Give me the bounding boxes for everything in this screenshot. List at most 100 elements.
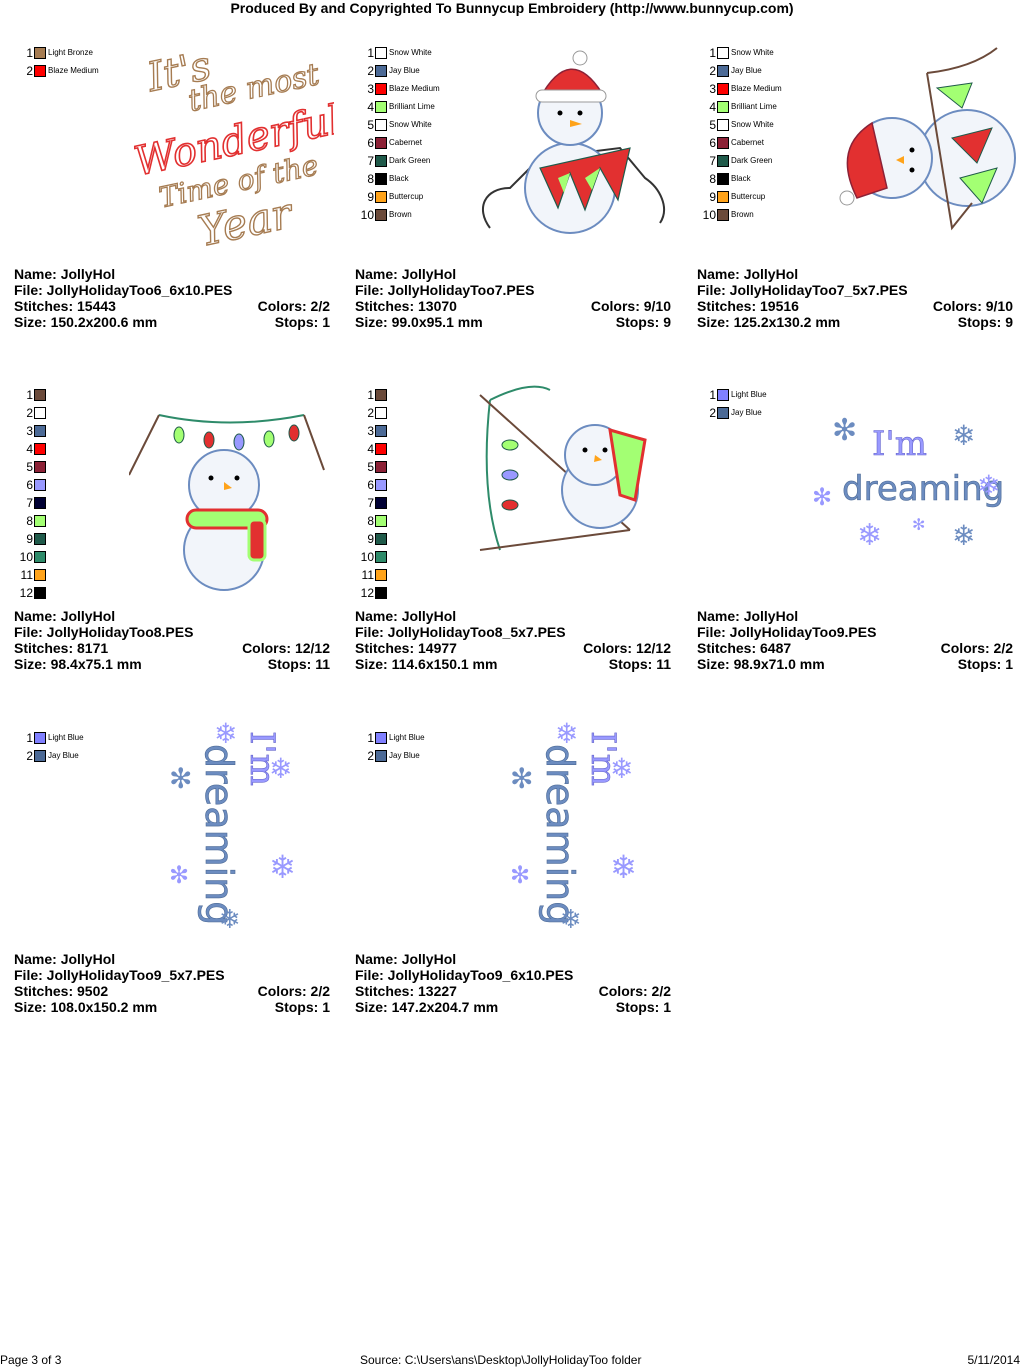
legend-number: 1 (367, 731, 374, 745)
legend-number: 2 (367, 406, 374, 420)
snowflake-icon: ✻ (812, 484, 832, 511)
color-swatch (34, 569, 46, 581)
color-swatch (717, 83, 729, 95)
field-label: Name: (355, 951, 398, 967)
stop-count: Stops: 11 (268, 656, 330, 672)
art-line: dreaming (538, 744, 582, 925)
field-value: 11 (315, 656, 330, 672)
field-label: File: (14, 967, 43, 983)
field-label: File: (355, 967, 384, 983)
legend-number: 1 (26, 388, 33, 402)
legend-number: 5 (26, 460, 33, 474)
field-label: Stitches: (14, 983, 74, 999)
info-row: Name: JollyHol (14, 608, 330, 624)
design-file: File: JollyHolidayToo7.PES (355, 282, 534, 298)
info-row: File: JollyHolidayToo7_5x7.PES (697, 282, 1013, 298)
snowflake-icon: ❄ (555, 718, 578, 749)
thread-name: Light Bronze (48, 48, 93, 57)
color-swatch (34, 551, 46, 563)
field-label: File: (697, 624, 726, 640)
color-swatch (34, 461, 46, 473)
color-count: Colors: 2/2 (258, 298, 330, 314)
design-preview (129, 414, 325, 591)
field-label: Stops: (274, 999, 319, 1015)
field-label: File: (355, 624, 384, 640)
color-swatch (34, 750, 46, 762)
field-label: Name: (14, 951, 57, 967)
field-label: Name: (355, 608, 398, 624)
field-label: Colors: (257, 298, 307, 314)
legend-number: 10 (360, 208, 374, 222)
design-name: Name: JollyHol (355, 608, 456, 624)
color-swatch (375, 65, 387, 77)
color-count: Colors: 12/12 (583, 640, 671, 656)
stitch-count: Stitches: 13070 (355, 298, 457, 314)
color-swatch (717, 47, 729, 59)
color-swatch (375, 497, 387, 509)
field-label: Colors: (940, 640, 990, 656)
field-label: Colors: (932, 298, 982, 314)
page-header: Produced By and Copyrighted To Bunnycup … (230, 0, 794, 16)
stitch-count: Stitches: 6487 (697, 640, 791, 656)
snowflake-icon: ❄ (269, 849, 296, 885)
color-swatch (717, 389, 729, 401)
field-value: JollyHol (401, 266, 457, 282)
snowflake-icon: ✻ (169, 763, 192, 794)
snowflake-icon: ❄ (610, 849, 637, 885)
art-line: dreaming (197, 744, 241, 925)
field-value: JollyHol (401, 951, 457, 967)
thread-name: Light Blue (389, 733, 425, 742)
field-value: JollyHol (743, 608, 799, 624)
field-label: File: (14, 624, 43, 640)
color-swatch (717, 407, 729, 419)
field-value: 11 (656, 656, 671, 672)
thread-name: Jay Blue (731, 66, 762, 75)
page-number: Page 3 of 3 (0, 1353, 62, 1367)
field-label: Stops: (957, 656, 1002, 672)
field-value: 98.9x71.0 mm (733, 656, 825, 672)
color-count: Colors: 2/2 (599, 983, 671, 999)
color-swatch (34, 515, 46, 527)
info-row: Name: JollyHol (14, 951, 330, 967)
field-value: 9/10 (643, 298, 671, 314)
field-label: Stitches: (355, 298, 415, 314)
info-row: File: JollyHolidayToo6_6x10.PES (14, 282, 330, 298)
field-label: Size: (14, 656, 47, 672)
field-value: 114.6x150.1 mm (391, 656, 498, 672)
info-row: File: JollyHolidayToo7.PES (355, 282, 671, 298)
color-swatch (717, 155, 729, 167)
design-preview: I'm dreaming ✻ ❄ ✻ ❄ ❄ ❄ ✻ (812, 414, 1005, 552)
color-swatch (375, 425, 387, 437)
color-swatch (34, 443, 46, 455)
color-swatch (717, 137, 729, 149)
stitch-count: Stitches: 19516 (697, 298, 799, 314)
legend-number: 10 (360, 550, 374, 564)
color-count: Colors: 12/12 (242, 640, 330, 656)
field-label: File: (697, 282, 726, 298)
design-size: Size: 98.4x75.1 mm (14, 656, 142, 672)
field-label: Stops: (267, 656, 312, 672)
field-value: JollyHol (401, 608, 457, 624)
thread-name: Blaze Medium (731, 84, 782, 93)
legend-number: 3 (367, 424, 374, 438)
legend-number: 6 (26, 478, 33, 492)
field-label: Stitches: (355, 640, 415, 656)
snowflake-icon: ❄ (857, 519, 882, 552)
thread-name: Dark Green (389, 156, 431, 165)
color-swatch (34, 497, 46, 509)
snowflake-icon: ✻ (832, 414, 857, 447)
stop-count: Stops: 11 (609, 656, 671, 672)
color-swatch (375, 750, 387, 762)
info-row: Name: JollyHol (697, 266, 1013, 282)
stop-count: Stops: 1 (616, 999, 671, 1015)
color-swatch (375, 479, 387, 491)
field-label: Colors: (590, 298, 640, 314)
info-row: File: JollyHolidayToo9_6x10.PES (355, 967, 671, 983)
